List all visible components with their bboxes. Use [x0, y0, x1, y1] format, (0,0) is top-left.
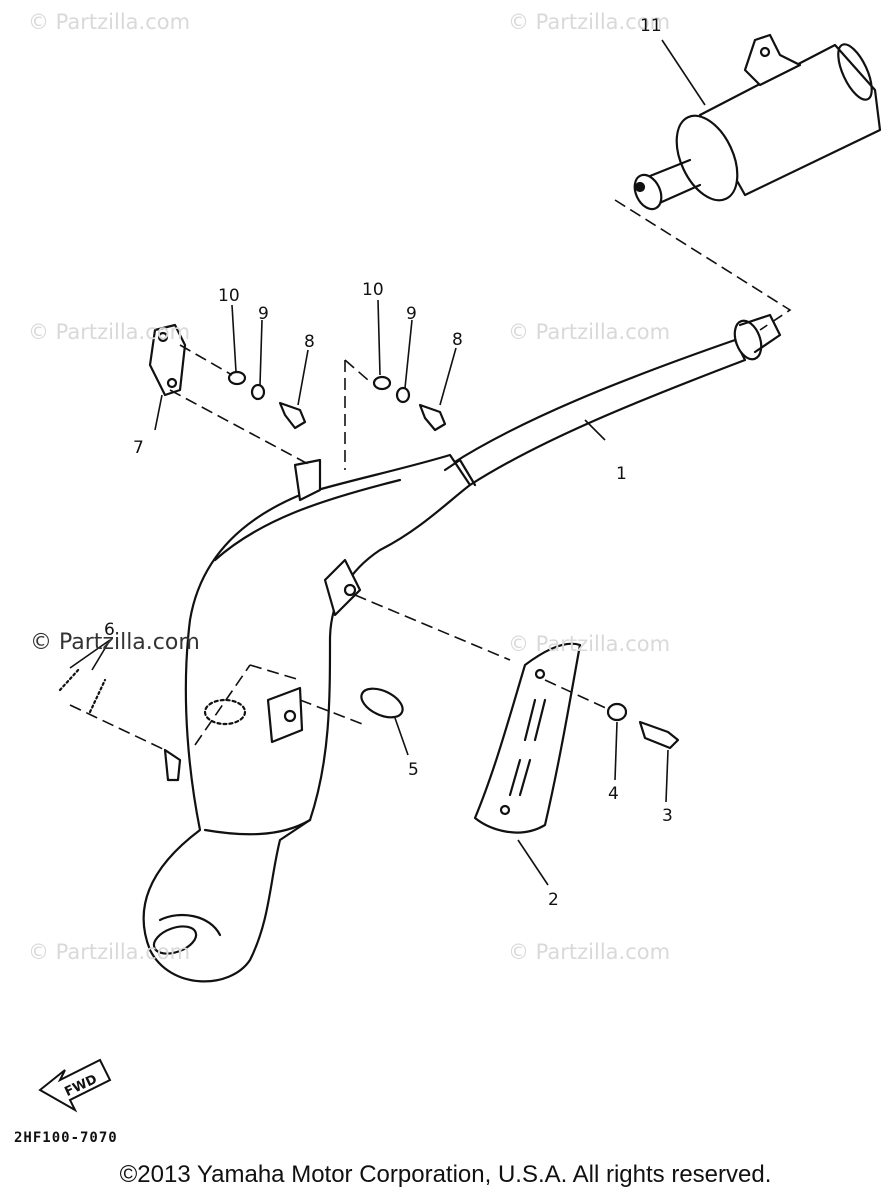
copyright-notice: ©2013 Yamaha Motor Corporation, U.S.A. A… — [119, 1161, 772, 1188]
watermark: © Partzilla.com — [508, 10, 671, 34]
lock-washer-9b — [395, 386, 411, 404]
callout-8: 8 — [452, 330, 463, 350]
gasket-5 — [360, 687, 404, 719]
callout-8: 8 — [304, 332, 315, 352]
watermark: © Partzilla.com — [508, 940, 671, 964]
mounting-bracket — [148, 323, 187, 397]
bolts-and-washers — [58, 370, 680, 782]
watermark: © Partzilla.com — [508, 632, 671, 656]
watermark: © Partzilla.com — [30, 630, 200, 655]
callout-7: 7 — [133, 438, 144, 458]
exhaust-pipe — [142, 313, 782, 983]
silencer-muffler — [633, 33, 882, 211]
callout-3: 3 — [662, 806, 673, 826]
callout-10: 10 — [218, 286, 240, 306]
gasket-washer-10b — [372, 375, 392, 391]
lock-washer-9a — [250, 383, 266, 401]
washer-4 — [606, 702, 628, 722]
callout-9: 9 — [258, 304, 269, 324]
callout-4: 4 — [608, 784, 619, 804]
bolt-3 — [638, 720, 680, 750]
callout-2: 2 — [548, 890, 559, 910]
callout-10: 10 — [362, 280, 384, 300]
watermark: © Partzilla.com — [508, 320, 671, 344]
bolt-8a — [278, 401, 307, 430]
diagram-code: 2HF100-7070 — [14, 1130, 118, 1146]
callout-1: 1 — [616, 464, 627, 484]
spring-6a — [58, 666, 82, 692]
watermark: © Partzilla.com — [28, 320, 191, 344]
callout-11: 11 — [640, 16, 662, 36]
callout-9: 9 — [406, 304, 417, 324]
callout-6: 6 — [104, 620, 115, 640]
heat-protector — [473, 642, 582, 834]
fwd-arrow-icon: FWD — [38, 1058, 112, 1113]
callout-5: 5 — [408, 760, 419, 780]
spring-6b — [88, 678, 107, 714]
bolt-8b — [418, 403, 447, 432]
watermark: © Partzilla.com — [28, 940, 191, 964]
watermark: © Partzilla.com — [28, 10, 191, 34]
gasket-washer-10a — [227, 370, 247, 386]
